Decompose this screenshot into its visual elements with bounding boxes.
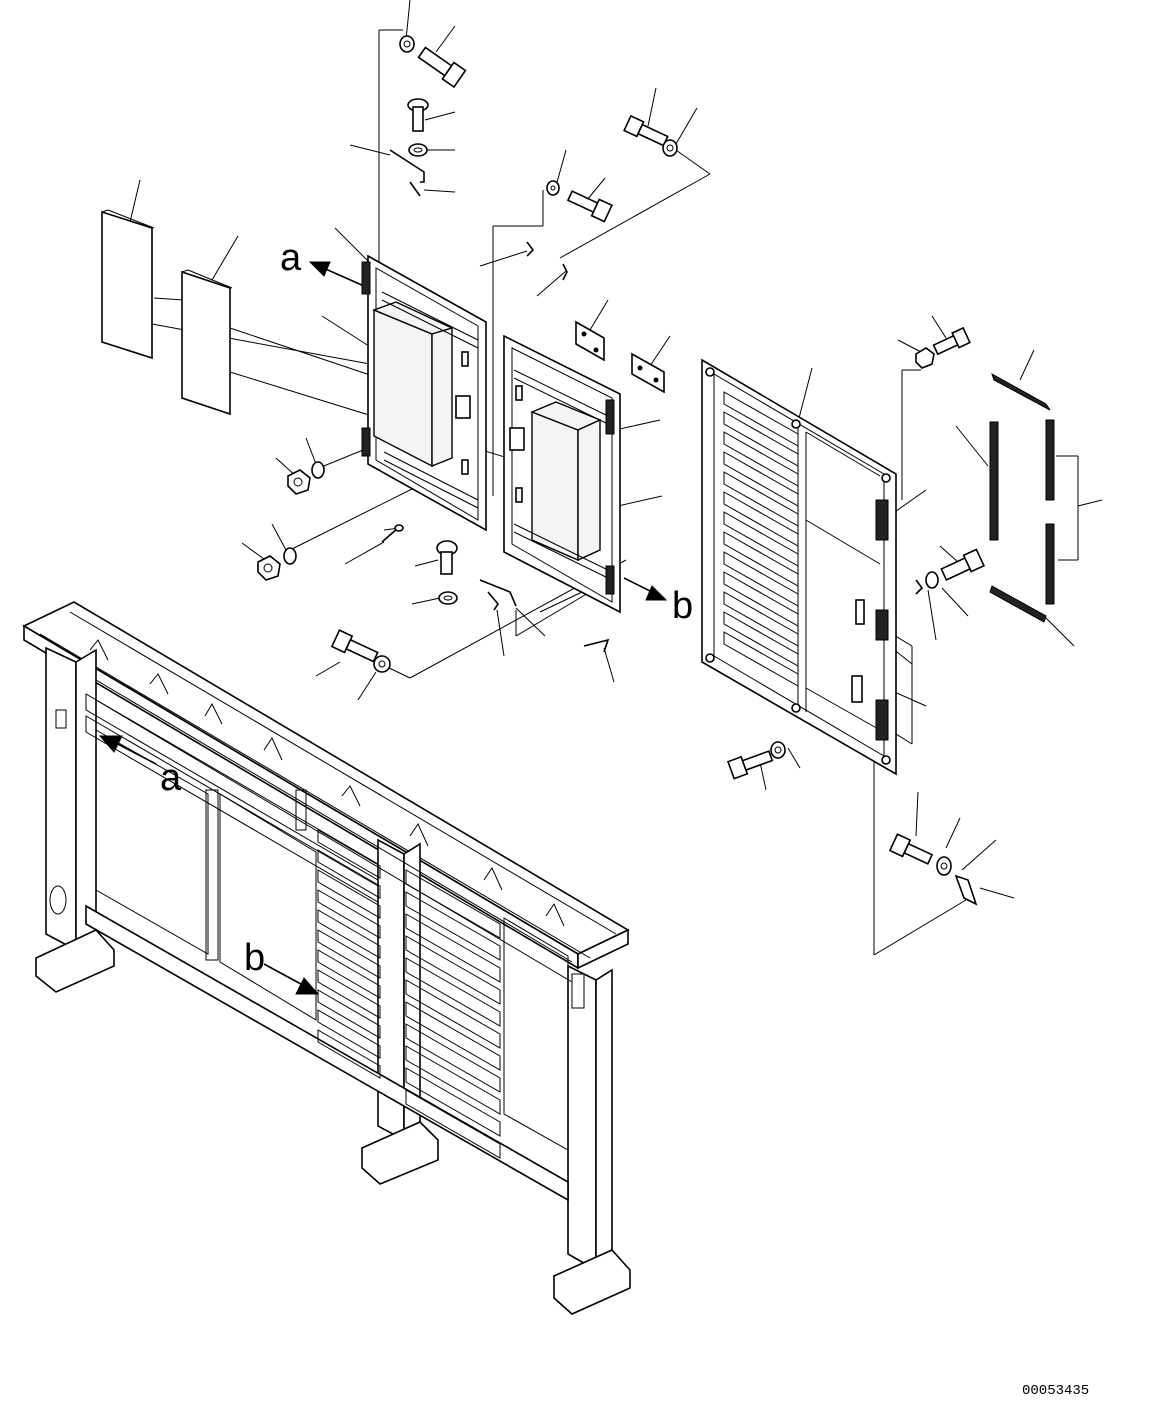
filter-pad-left <box>101 209 155 360</box>
washer-icon <box>311 461 325 479</box>
clip-icon <box>389 149 425 197</box>
callout-b-frame: b <box>244 937 265 979</box>
seal-strip-left <box>989 421 999 541</box>
cover-plate-middle <box>503 334 621 614</box>
seal-strip-right-lower <box>1045 523 1055 605</box>
bolt-icon <box>726 750 774 780</box>
callout-b-right: b <box>672 585 693 627</box>
washer-icon <box>373 655 391 673</box>
reference-number: 00053435 <box>1022 1383 1089 1399</box>
clip-icon <box>526 241 568 281</box>
clip-icon <box>479 579 517 611</box>
bolt-icon <box>330 629 379 663</box>
clip-icon <box>954 874 978 906</box>
seal-strip-right-upper <box>1045 419 1055 501</box>
washer-icon <box>438 591 458 605</box>
washer-icon <box>408 143 428 157</box>
washer-icon <box>936 856 952 876</box>
bracket-plate-icon <box>575 320 605 362</box>
washer-icon <box>546 180 560 196</box>
frame-louvres-center <box>317 829 381 1079</box>
beam-details <box>89 639 565 927</box>
callout-a-top: a <box>280 237 302 279</box>
clip-icon <box>915 579 924 595</box>
split-pin-icon <box>381 524 404 543</box>
callout-a-frame: a <box>160 757 182 799</box>
bolt-icon <box>940 548 985 581</box>
arrow-heads <box>98 261 668 995</box>
nut-icon <box>287 469 311 495</box>
cover-plate-left <box>361 254 487 532</box>
bracket-plate-icon <box>631 352 665 394</box>
screw-icon <box>436 540 458 575</box>
clip-icon <box>583 638 610 653</box>
washer-icon <box>283 547 297 565</box>
seal-strip-bottom <box>989 585 1047 623</box>
screw-icon <box>407 98 429 132</box>
washer-icon <box>770 741 786 759</box>
louvre-door <box>701 358 897 776</box>
radiator-guard-frame <box>22 601 631 1315</box>
bolt-icon <box>417 46 467 89</box>
seal-strip-top <box>991 372 1051 411</box>
nut-icon <box>915 347 935 369</box>
nut-icon <box>257 555 281 581</box>
bolt-icon <box>932 326 971 356</box>
washer-icon <box>925 571 939 589</box>
bolt-icon <box>566 190 613 223</box>
bolt-icon <box>623 114 669 147</box>
filter-pad-right <box>181 269 233 416</box>
washer-icon <box>399 35 415 53</box>
frame-louvres-left <box>85 693 379 903</box>
washer-icon <box>662 139 678 157</box>
bolt-icon <box>888 833 934 865</box>
frame-louvres-right <box>405 869 501 1159</box>
